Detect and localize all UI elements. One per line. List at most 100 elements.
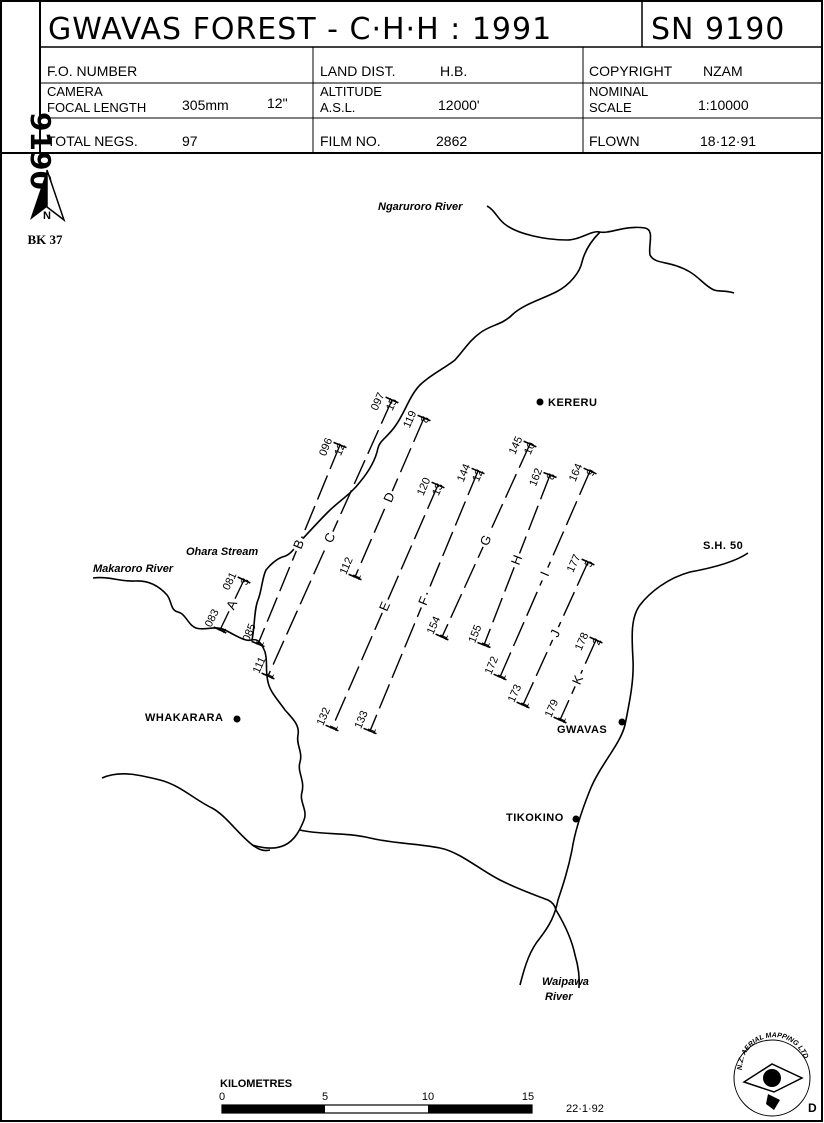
- flight-run-h-start-neg: 162: [527, 467, 545, 488]
- sh50-label: S.H. 50: [703, 540, 743, 552]
- flight-run-b-end-run: 1: [254, 639, 267, 649]
- film-no-label: FILM NO.: [320, 133, 381, 149]
- flight-run-d-end-tick: [348, 573, 362, 581]
- flight-run-h-end-tick: [477, 641, 491, 649]
- flight-run-i-letter-bg: [538, 567, 552, 581]
- corner-letter: D: [808, 1101, 817, 1115]
- film-no-value: 2862: [436, 133, 467, 149]
- flight-run-c-letter: C: [321, 530, 339, 545]
- flight-run-b-start-tick: [333, 441, 347, 449]
- fo-number-label: F.O. NUMBER: [47, 63, 137, 79]
- total-negs-value: 97: [182, 133, 198, 149]
- altitude-label: ALTITUDE: [320, 84, 382, 99]
- flight-run-d-start-tick: [417, 414, 431, 422]
- focal-length-in: 12": [267, 95, 288, 111]
- flight-run-k-start-tick: [589, 636, 603, 644]
- total-negs-label: TOTAL NEGS.: [47, 133, 138, 149]
- altitude-value: 12000': [438, 97, 480, 113]
- nominal-label: NOMINAL: [589, 84, 648, 99]
- flight-run-i-letter: I: [537, 569, 552, 578]
- flight-run-b-start-run: 12: [332, 442, 348, 458]
- logo-text: N.Z. AERIAL MAPPING LTD.: [0, 0, 809, 1070]
- flight-run-g-letter: G: [477, 533, 495, 548]
- flight-run-f-start-run: 12: [470, 468, 486, 484]
- flight-run-c-start-tick: [385, 396, 399, 404]
- flight-run-g-start-tick: [523, 440, 537, 448]
- flight-run-i-start-tick: [583, 467, 597, 475]
- flight-run-e-start-run: 13: [430, 482, 446, 498]
- flight-run-h-letter: H: [508, 553, 525, 567]
- tikokino-dot: [572, 815, 580, 823]
- flight-run-g-end-run: 1: [438, 632, 451, 643]
- flight-run-a-line: [219, 579, 245, 631]
- flight-run-k-letter-bg: [571, 673, 585, 687]
- flight-run-i-end-run: 1: [496, 672, 509, 682]
- whakarara-label: WHAKARARA: [145, 712, 223, 724]
- flight-run-j-start-tick: [581, 558, 595, 566]
- flight-run-j-start-neg: 177: [565, 553, 584, 575]
- makaroro-river: [92, 576, 306, 849]
- flight-run-e-end-run: 1: [328, 723, 341, 733]
- flight-run-e-end-tick: [325, 724, 339, 732]
- gwavas-dot: [618, 718, 626, 726]
- flight-run-a-letter-bg: [225, 598, 239, 612]
- ngaruroro-to-stream: [281, 231, 601, 558]
- flight-run-d-start-run: 8: [419, 415, 432, 425]
- flight-run-k-end-tick: [553, 716, 567, 724]
- flight-run-i-end-tick: [493, 673, 507, 681]
- lower-stream-east: [299, 829, 557, 911]
- scale-tick-15: 15: [522, 1091, 534, 1103]
- flight-run-c-end-run: 1: [264, 671, 277, 682]
- flown-value: 18·12·91: [700, 133, 756, 149]
- camera-label: CAMERA: [47, 84, 103, 99]
- ngaruroro-river: [486, 205, 735, 294]
- flight-run-h-start-tick: [543, 471, 557, 479]
- flight-run-i-start-neg: 164: [567, 462, 585, 484]
- sheet-code: BK 37: [27, 232, 63, 247]
- focal-length-label: FOCAL LENGTH: [47, 100, 146, 115]
- nz-aerial-mapping-logo: N.Z. AERIAL MAPPING LTD.: [0, 0, 811, 1117]
- scale-label: SCALE: [589, 100, 632, 115]
- north-letter: N: [43, 210, 51, 222]
- scale-tick-10: 10: [422, 1091, 434, 1103]
- flight-run-b-start-neg: 096: [317, 436, 335, 458]
- flight-run-j-start-run: 5: [583, 559, 596, 570]
- flight-run-a-end-tick: [213, 626, 227, 634]
- flight-run-e-start-neg: 120: [415, 476, 433, 498]
- flight-run-a-start-neg: 081: [221, 570, 240, 592]
- flight-run-h-end-run: 1: [480, 640, 493, 650]
- ohara-stream-link: [251, 556, 283, 641]
- svg-text:N.Z. AERIAL MAPPING LTD.: N.Z. AERIAL MAPPING LTD.: [0, 0, 809, 1070]
- land-dist-label: LAND DIST.: [320, 63, 395, 79]
- flight-run-c-start-neg: 097: [369, 391, 387, 413]
- flight-run-a-start-tick: [237, 576, 251, 584]
- flight-run-j-letter-bg: [548, 626, 563, 641]
- gwavas-label: GWAVAS: [557, 724, 607, 736]
- flight-run-h-start-run: 8: [545, 472, 558, 482]
- scale-tick-5: 5: [322, 1091, 328, 1103]
- asl-label: A.S.L.: [320, 100, 355, 115]
- waipawa-river-branch: [555, 909, 581, 989]
- flight-run-k-start-run: 2: [591, 637, 604, 648]
- place-markers: [233, 398, 626, 823]
- flight-run-b-end-tick: [251, 640, 265, 648]
- flight-run-c-start-run: 15: [384, 397, 400, 413]
- flight-run-g-letter-bg: [479, 533, 493, 548]
- scale-bar-title: KILOMETRES: [220, 1078, 292, 1090]
- flight-run-e-letter-bg: [378, 599, 392, 614]
- whakarara-dot: [233, 715, 241, 723]
- flight-run-f-end-run: 1: [366, 726, 379, 736]
- flight-run-j-end-run: 1: [519, 700, 532, 711]
- scale-value: 1:10000: [698, 97, 749, 113]
- kereru-label: KERERU: [548, 397, 597, 409]
- tikokino-label: TIKOKINO: [506, 812, 564, 824]
- flight-run-j-end-tick: [516, 701, 530, 709]
- waipawa-river-label-2: River: [545, 991, 573, 1003]
- flight-run-g-start-neg: 145: [507, 435, 526, 457]
- compiled-date: 22·1·92: [566, 1103, 604, 1115]
- scale-tick-0: 0: [219, 1091, 225, 1103]
- flight-run-i-start-run: 9: [585, 468, 598, 478]
- flight-run-a-end-run: 1: [216, 625, 229, 636]
